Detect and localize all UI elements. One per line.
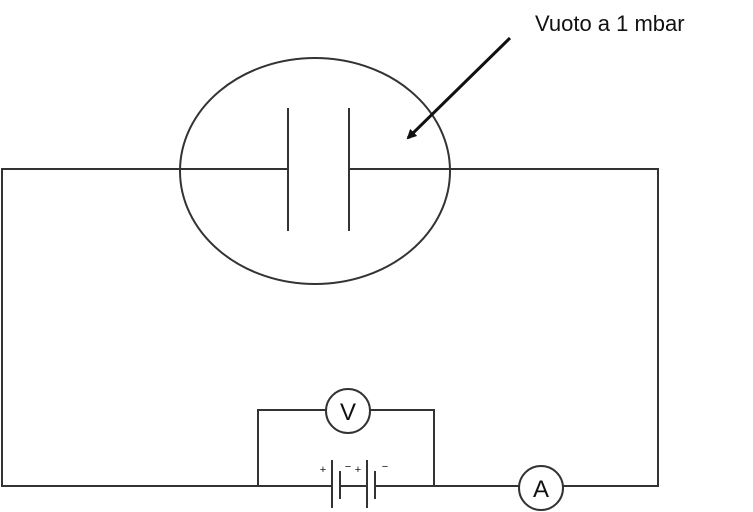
- battery-minus-1: −: [345, 461, 351, 473]
- vacuum-chamber: [179, 57, 451, 285]
- battery-plus-1: +: [320, 464, 326, 476]
- battery: + − + −: [320, 460, 388, 508]
- voltmeter-label: V: [340, 399, 356, 426]
- ammeter-label: A: [533, 476, 549, 503]
- battery-plus-2: +: [355, 464, 361, 476]
- wire-main-loop: [1, 168, 659, 487]
- wire-voltmeter-branch: [257, 409, 435, 486]
- annotation-label: Vuoto a 1 mbar: [535, 11, 685, 36]
- battery-minus-2: −: [382, 461, 388, 473]
- ammeter: [518, 465, 564, 511]
- voltmeter: [325, 388, 371, 434]
- annotation-arrow: [406, 36, 512, 140]
